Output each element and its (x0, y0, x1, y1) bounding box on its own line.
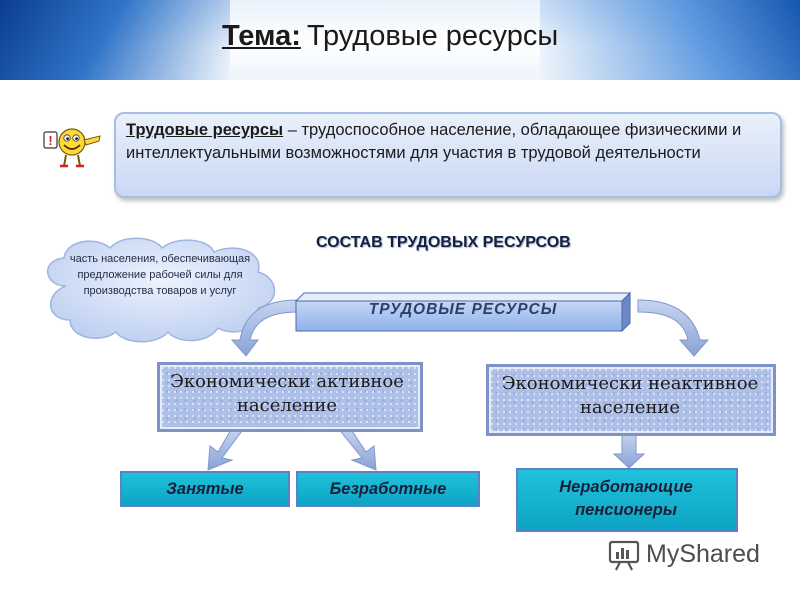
topic-label: Тема: (222, 20, 301, 52)
definition-box (114, 112, 782, 198)
page-title: Тема:Трудовые ресурсы (222, 20, 558, 53)
root-node-box (294, 291, 632, 333)
cloud-text: часть населения, обеспечивающая предложе… (69, 253, 251, 297)
section-title: СОСТАВ ТРУДОВЫХ РЕСУРСОВ (316, 234, 571, 251)
employed-box (120, 471, 290, 507)
smiley-exclamation-icon: ! (43, 128, 101, 168)
cloud-callout (46, 237, 276, 343)
watermark-text: MyShared (646, 540, 760, 568)
pensioners-box (516, 468, 738, 532)
inactive-population-box (486, 364, 776, 436)
definition-term: Трудовые ресурсы (126, 121, 284, 139)
inactive-population-label: Экономически неактивное население (501, 373, 759, 418)
unemployed-label: Безработные (329, 480, 447, 498)
active-population-label: Экономически активное население (170, 371, 404, 416)
unemployed-box (296, 471, 480, 507)
employed-label: Занятые (166, 480, 244, 498)
svg-text:!: ! (48, 133, 52, 148)
pensioners-label: Неработающие пенсионеры (559, 478, 693, 519)
root-node-label: ТРУДОВЫЕ РЕСУРСЫ (368, 301, 558, 318)
definition-text: Трудовые ресурсы – трудоспособное населе… (126, 119, 766, 165)
active-population-box (157, 362, 423, 432)
header-right-accent (540, 0, 800, 80)
header-left-accent (0, 0, 230, 80)
definition-rest: – трудоспособное население, обладающее ф… (126, 121, 742, 162)
topic-value: Трудовые ресурсы (306, 20, 559, 52)
myshared-logo-icon (608, 540, 640, 571)
